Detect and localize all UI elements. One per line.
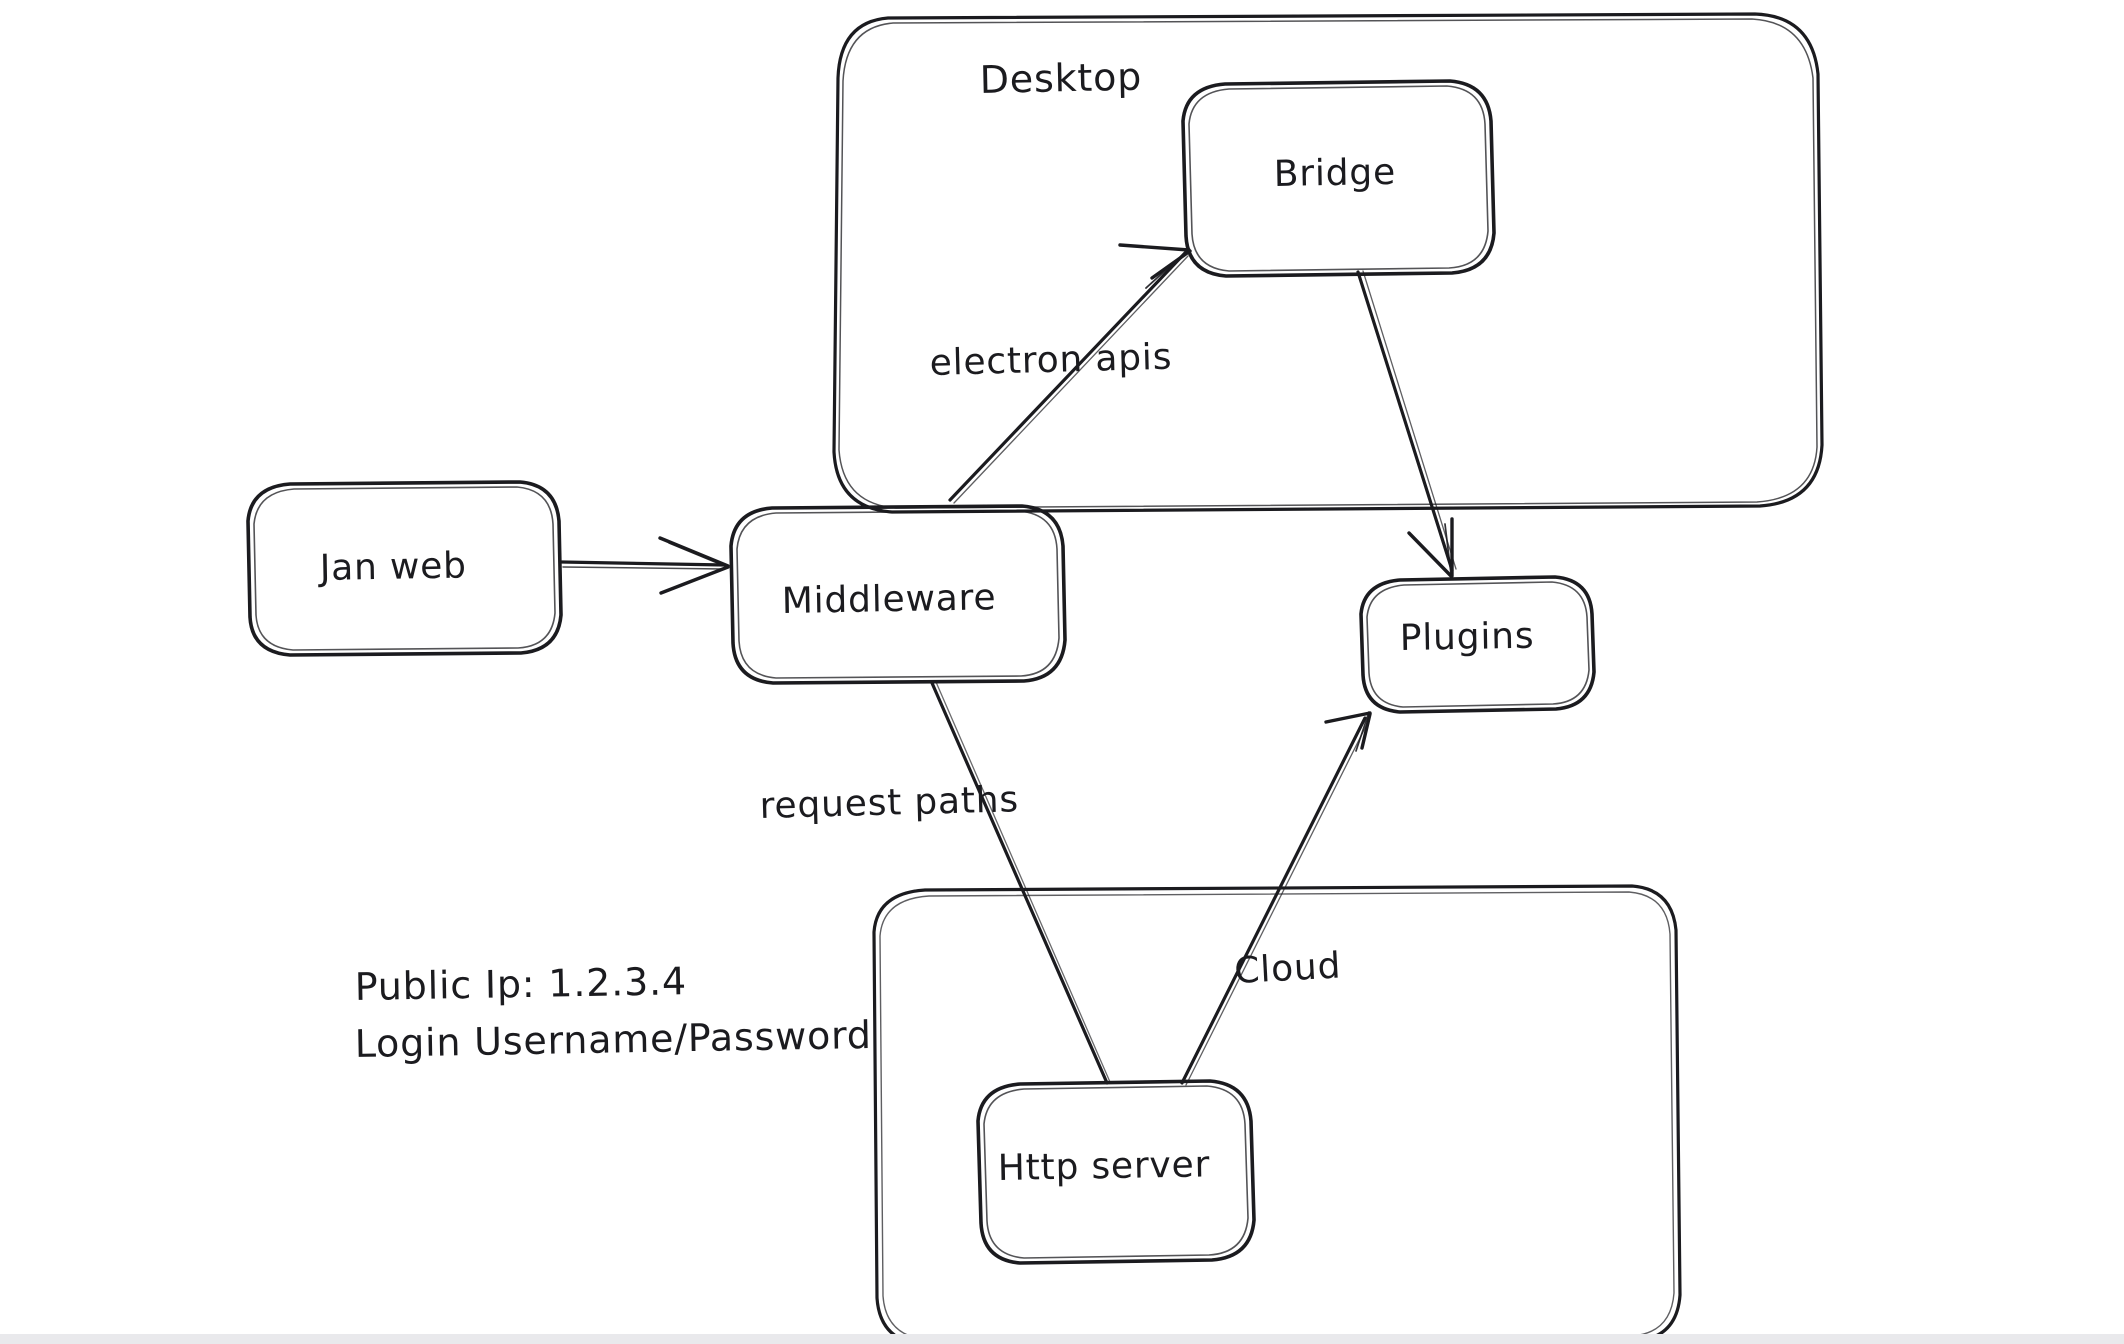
- edge-request-paths-label: request paths: [759, 779, 1019, 827]
- container-desktop[interactable]: Desktop: [832, 12, 1824, 514]
- node-jan-web[interactable]: Jan web: [246, 480, 563, 657]
- edge-bridge-to-plugins[interactable]: [1356, 270, 1457, 578]
- edge-jan-web-to-middleware[interactable]: [560, 536, 730, 595]
- node-plugins-label: Plugins: [1399, 616, 1534, 659]
- note-public-ip: Public Ip: 1.2.3.4: [354, 959, 687, 1009]
- container-desktop-label: Desktop: [979, 55, 1142, 102]
- bottom-edge-bar: [0, 1334, 2124, 1344]
- node-jan-web-label: Jan web: [317, 545, 467, 589]
- node-plugins[interactable]: Plugins: [1359, 575, 1596, 714]
- edge-http-server-to-plugins[interactable]: Cloud: [1180, 711, 1372, 1086]
- notes-block: Public Ip: 1.2.3.4 Login Username/Passwo…: [354, 959, 872, 1066]
- node-middleware-label: Middleware: [781, 577, 996, 622]
- node-http-server-label: Http server: [997, 1144, 1210, 1189]
- node-bridge[interactable]: Bridge: [1181, 79, 1496, 278]
- edge-middleware-to-http-server[interactable]: request paths: [759, 681, 1111, 1085]
- note-login: Login Username/Password: [354, 1013, 872, 1066]
- node-bridge-label: Bridge: [1273, 152, 1396, 195]
- edge-middleware-to-bridge[interactable]: electron apis: [929, 243, 1192, 504]
- edge-cloud-label: Cloud: [1233, 945, 1342, 992]
- node-middleware[interactable]: Middleware: [729, 504, 1067, 685]
- edge-electron-apis-label: electron apis: [929, 337, 1173, 384]
- node-http-server[interactable]: Http server: [976, 1079, 1256, 1265]
